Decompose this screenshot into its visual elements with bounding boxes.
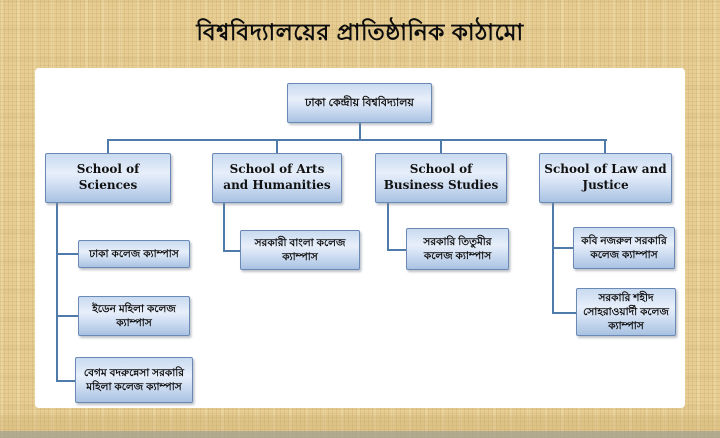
- connector-business-vertical: [387, 203, 389, 251]
- connector-sciences-elbow-2: [56, 315, 78, 317]
- org-node-school-of-arts-and-humanities[interactable]: School of Arts and Humanities: [212, 153, 342, 203]
- connector-arts-elbow-1: [223, 250, 240, 252]
- connector-law-elbow-2: [552, 312, 576, 314]
- connector-drop-law: [604, 139, 606, 153]
- bottom-edge-shadow: [0, 431, 720, 438]
- page-title: বিশ্ববিদ্যালয়ের প্রাতিষ্ঠানিক কাঠামো: [196, 19, 524, 45]
- connector-sciences-vertical: [56, 203, 58, 382]
- org-node-school-of-sciences[interactable]: School of Sciences: [45, 153, 171, 203]
- connector-bus: [107, 139, 607, 141]
- connector-business-elbow-1: [387, 249, 406, 251]
- org-chart-panel: ঢাকা কেন্দ্রীয় বিশ্ববিদ্যালয় School of…: [35, 68, 685, 408]
- org-node-campus-suhrawardy-college[interactable]: সরকারি শহীদ সোহরাওয়ার্দী কলেজ ক্যাম্পাস: [576, 288, 676, 336]
- org-node-label: ঢাকা কেন্দ্রীয় বিশ্ববিদ্যালয়: [305, 96, 414, 109]
- org-node-label: ইডেন মহিলা কলেজ ক্যাম্পাস: [92, 302, 176, 329]
- org-node-school-of-business-studies[interactable]: School of Business Studies: [375, 153, 507, 203]
- org-node-label: School of Arts and Humanities: [223, 162, 331, 192]
- org-node-school-of-law-and-justice[interactable]: School of Law and Justice: [539, 153, 672, 203]
- org-node-campus-badrunnesa-college[interactable]: বেগম বদরুন্নেসা সরকারি মহিলা কলেজ ক্যাম্…: [75, 357, 193, 403]
- connector-sciences-elbow-1: [56, 253, 78, 255]
- org-node-label: School of Law and Justice: [544, 162, 667, 192]
- org-node-campus-eden-mohila-college[interactable]: ইডেন মহিলা কলেজ ক্যাম্পাস: [78, 296, 190, 336]
- connector-sciences-elbow-3: [56, 380, 75, 382]
- org-node-campus-dhaka-college[interactable]: ঢাকা কলেজ ক্যাম্পাস: [78, 240, 190, 268]
- connector-law-elbow-1: [552, 247, 573, 249]
- connector-drop-arts: [276, 139, 278, 153]
- org-node-campus-titumir-college[interactable]: সরকারি তিতুমীর কলেজ ক্যাম্পাস: [406, 228, 509, 270]
- org-node-campus-bangla-college[interactable]: সরকারী বাংলা কলেজ ক্যাম্পাস: [240, 230, 360, 270]
- org-node-label: বেগম বদরুন্নেসা সরকারি মহিলা কলেজ ক্যাম্…: [83, 366, 185, 393]
- org-node-label: School of Sciences: [76, 162, 140, 192]
- org-node-label: School of Business Studies: [383, 162, 499, 192]
- connector-drop-business: [440, 139, 442, 153]
- connector-root-riser: [359, 123, 361, 140]
- org-node-label: কবি নজরুল সরকারি কলেজ ক্যাম্পাস: [581, 234, 667, 261]
- org-node-campus-kabi-nazrul-college[interactable]: কবি নজরুল সরকারি কলেজ ক্যাম্পাস: [573, 227, 675, 269]
- org-node-label: সরকারি তিতুমীর কলেজ ক্যাম্পাস: [423, 235, 492, 262]
- connector-drop-sciences: [107, 139, 109, 153]
- background-texture-band: [0, 415, 720, 431]
- connector-law-vertical: [552, 203, 554, 314]
- org-node-label: সরকারি শহীদ সোহরাওয়ার্দী কলেজ ক্যাম্পাস: [583, 291, 669, 333]
- org-node-root-university[interactable]: ঢাকা কেন্দ্রীয় বিশ্ববিদ্যালয়: [287, 83, 432, 123]
- org-node-label: সরকারী বাংলা কলেজ ক্যাম্পাস: [254, 236, 346, 263]
- org-node-label: ঢাকা কলেজ ক্যাম্পাস: [89, 247, 179, 260]
- connector-arts-vertical: [223, 203, 225, 252]
